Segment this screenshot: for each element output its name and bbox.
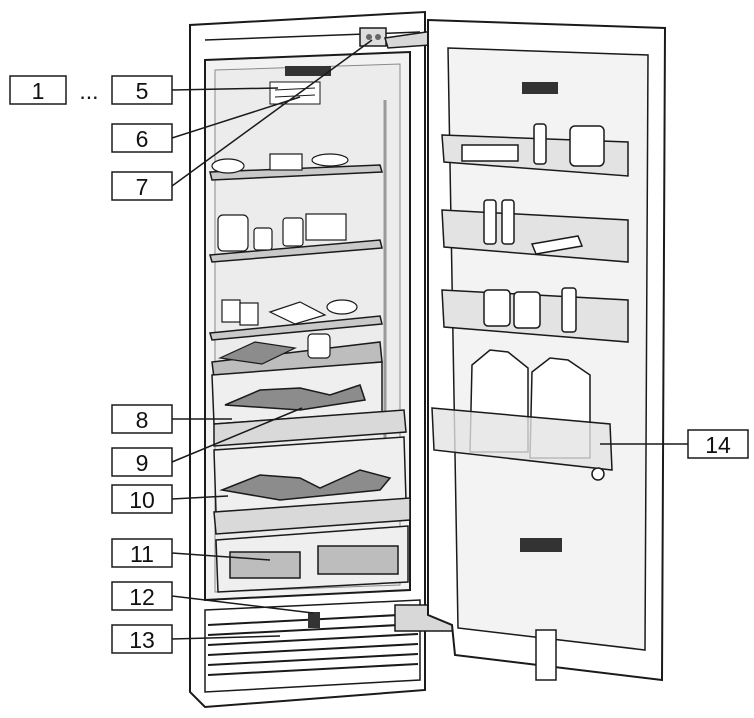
callout-label-13: 13 [129,627,155,653]
leader-line-10 [171,495,229,500]
butter-item [269,153,303,171]
drawer-front [213,497,411,535]
produce [219,469,392,501]
glass-shelf [209,239,383,263]
tube [530,235,584,255]
door-vent-top [522,82,558,94]
callout-box-9 [111,447,173,477]
callout-box-11 [111,538,173,568]
cup-item [282,217,304,247]
callout-label-12: 12 [129,584,155,610]
jar-item [253,227,273,251]
glass-shelf [209,315,383,341]
package-item [317,545,399,575]
callout-label-5: 5 [136,78,149,104]
top-hinge-sensor [359,27,387,47]
bottle [533,123,547,165]
leader-line-12 [171,595,314,614]
callout-box-13 [111,624,173,654]
food-items [211,153,358,365]
top-vent [285,66,331,76]
control-panel [269,81,321,105]
range-separator: ... [79,78,98,104]
jar-item [217,214,249,252]
leader-line-9 [171,407,303,463]
callout-label-14: 14 [705,432,731,458]
glass-shelf [209,164,383,181]
callout-labels: 1 ... 5 6 7 8 9 10 11 12 13 14 [32,78,731,653]
leader-line-5 [171,87,279,91]
callout-box-5 [111,75,173,105]
door-bin-large [431,407,613,471]
callout-label-1: 1 [32,78,45,104]
jar [483,289,511,327]
bottle [483,199,497,245]
bottle [501,199,515,245]
bottle [561,287,577,333]
leader-line-7 [171,39,373,187]
door-bins [431,123,629,481]
butter-dish [461,144,519,162]
leader-lines [171,39,688,640]
callout-box-8 [111,404,173,434]
callout-box-10 [111,484,173,514]
jar [513,291,541,329]
leader-line-6 [171,96,301,139]
wrap-item [268,301,327,325]
callout-box-12 [111,581,173,611]
cup-item [239,302,259,326]
callout-box-6 [111,123,173,153]
callout-box-7 [111,171,173,201]
fish-item [217,341,298,365]
drawers [211,361,411,593]
bowl-item [326,299,358,315]
door-stand [535,629,557,681]
shelves [209,164,383,379]
callout-box-14 [687,429,749,459]
callout-label-9: 9 [136,450,149,476]
ventilation-grille [207,613,419,676]
vegetables [224,384,366,411]
bin-wheel [591,467,605,481]
callout-label-11: 11 [130,541,154,567]
callout-boxes [9,75,749,654]
callout-label-6: 6 [136,126,149,152]
leader-line-13 [171,635,281,640]
door [427,18,667,682]
cup-item [221,299,241,323]
jar-item [307,333,331,359]
callout-label-8: 8 [136,407,149,433]
door-vent-bottom [520,538,562,552]
callout-box-1 [9,75,67,105]
jug [569,125,605,167]
leader-line-11 [171,552,271,561]
callout-label-10: 10 [129,487,155,513]
plate-item [311,153,349,167]
slot-sensor [308,612,320,628]
base [204,599,496,693]
drawer-front [213,409,407,447]
callout-label-7: 7 [136,174,149,200]
control-panel-line [274,87,316,91]
bowl-item [211,158,245,174]
box-item [305,213,347,241]
package-item [229,551,301,579]
